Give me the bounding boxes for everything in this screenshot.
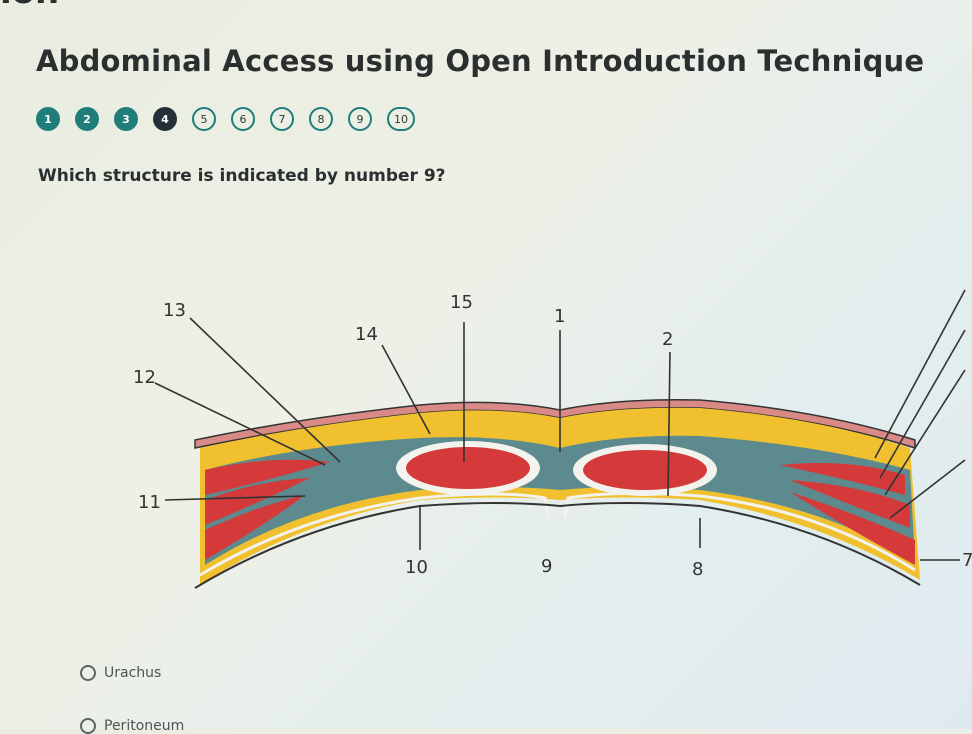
radio-button[interactable] <box>80 718 96 734</box>
peritoneum-line <box>199 491 916 577</box>
option-urachus[interactable]: Urachus <box>80 665 161 681</box>
question-progress: 1 2 3 4 5 6 7 8 9 10 <box>36 107 415 131</box>
step-8[interactable]: 8 <box>309 107 333 131</box>
label-14: 14 <box>355 324 378 345</box>
label-9: 9 <box>541 556 552 577</box>
radio-button[interactable] <box>80 665 96 681</box>
label-8: 8 <box>692 559 703 580</box>
rectus-muscle-left <box>406 447 530 489</box>
step-4[interactable]: 4 <box>153 107 177 131</box>
lateral-muscle-left-2 <box>205 478 310 525</box>
question-text: Which structure is indicated by number 9… <box>38 166 446 186</box>
lateral-muscle-right-2 <box>790 480 910 528</box>
step-5[interactable]: 5 <box>192 107 216 131</box>
label-11: 11 <box>138 492 161 513</box>
option-label: Peritoneum <box>104 718 185 734</box>
label-10: 10 <box>405 557 428 578</box>
option-peritoneum[interactable]: Peritoneum <box>80 718 184 734</box>
lateral-muscle-left-3 <box>205 495 305 560</box>
option-label: Urachus <box>104 665 162 681</box>
lateral-muscle-right-1 <box>780 462 905 495</box>
lateral-muscle-left-1 <box>205 459 330 495</box>
inner-border <box>194 502 921 589</box>
label-2: 2 <box>662 329 673 350</box>
partial-heading: ion <box>0 0 59 12</box>
fascia-layer <box>205 435 915 565</box>
step-9[interactable]: 9 <box>348 107 372 131</box>
page-title: Abdominal Access using Open Introduction… <box>36 44 925 78</box>
abdominal-wall-diagram: 13 15 1 14 2 12 11 10 9 8 7 <box>133 289 972 589</box>
step-3[interactable]: 3 <box>114 107 138 131</box>
label-13: 13 <box>163 300 186 321</box>
lateral-muscle-right-3 <box>790 492 915 565</box>
label-15: 15 <box>450 292 473 313</box>
step-1[interactable]: 1 <box>36 107 60 131</box>
label-1: 1 <box>554 306 565 327</box>
step-2[interactable]: 2 <box>75 107 99 131</box>
leader-lines <box>154 289 966 561</box>
step-7[interactable]: 7 <box>270 107 294 131</box>
rectus-muscle-right <box>583 450 707 490</box>
label-12: 12 <box>133 367 156 388</box>
label-7: 7 <box>962 550 972 571</box>
step-6[interactable]: 6 <box>231 107 255 131</box>
step-10[interactable]: 10 <box>387 107 415 131</box>
